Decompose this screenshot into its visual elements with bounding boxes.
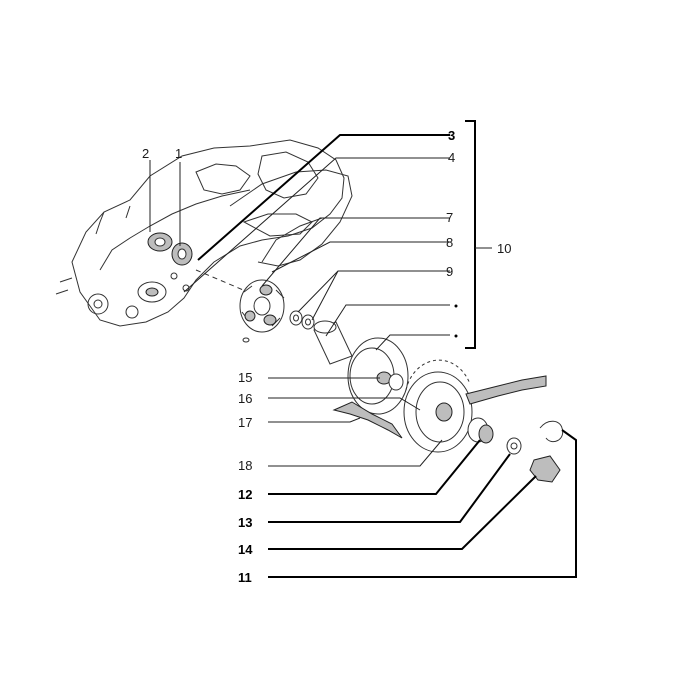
- callout-2: 2: [142, 146, 149, 161]
- callout-7: 7: [446, 210, 453, 225]
- callout-3: 3: [448, 128, 455, 143]
- callout-12: 12: [238, 487, 252, 502]
- callout-10: 10: [497, 241, 511, 256]
- drive-pulley-parts: [239, 279, 564, 483]
- callout-15: 15: [238, 370, 252, 385]
- callout-13: 13: [238, 515, 252, 530]
- callout-11: 11: [238, 570, 252, 585]
- crankcase-drawing: [55, 139, 353, 327]
- callout-9: 9: [446, 264, 453, 279]
- callout-8: 8: [446, 235, 453, 250]
- callout-1: 1: [175, 146, 182, 161]
- leader-lines: [149, 120, 577, 578]
- callout-4: 4: [448, 150, 455, 165]
- callout-16: 16: [238, 391, 252, 406]
- callout-17: 17: [238, 415, 252, 430]
- callout-14: 14: [238, 542, 253, 557]
- callout-labels: 2 1 3 4 7 8 9 10 15 16 17 18 12 13 14 11: [142, 128, 511, 585]
- callout-18: 18: [238, 458, 252, 473]
